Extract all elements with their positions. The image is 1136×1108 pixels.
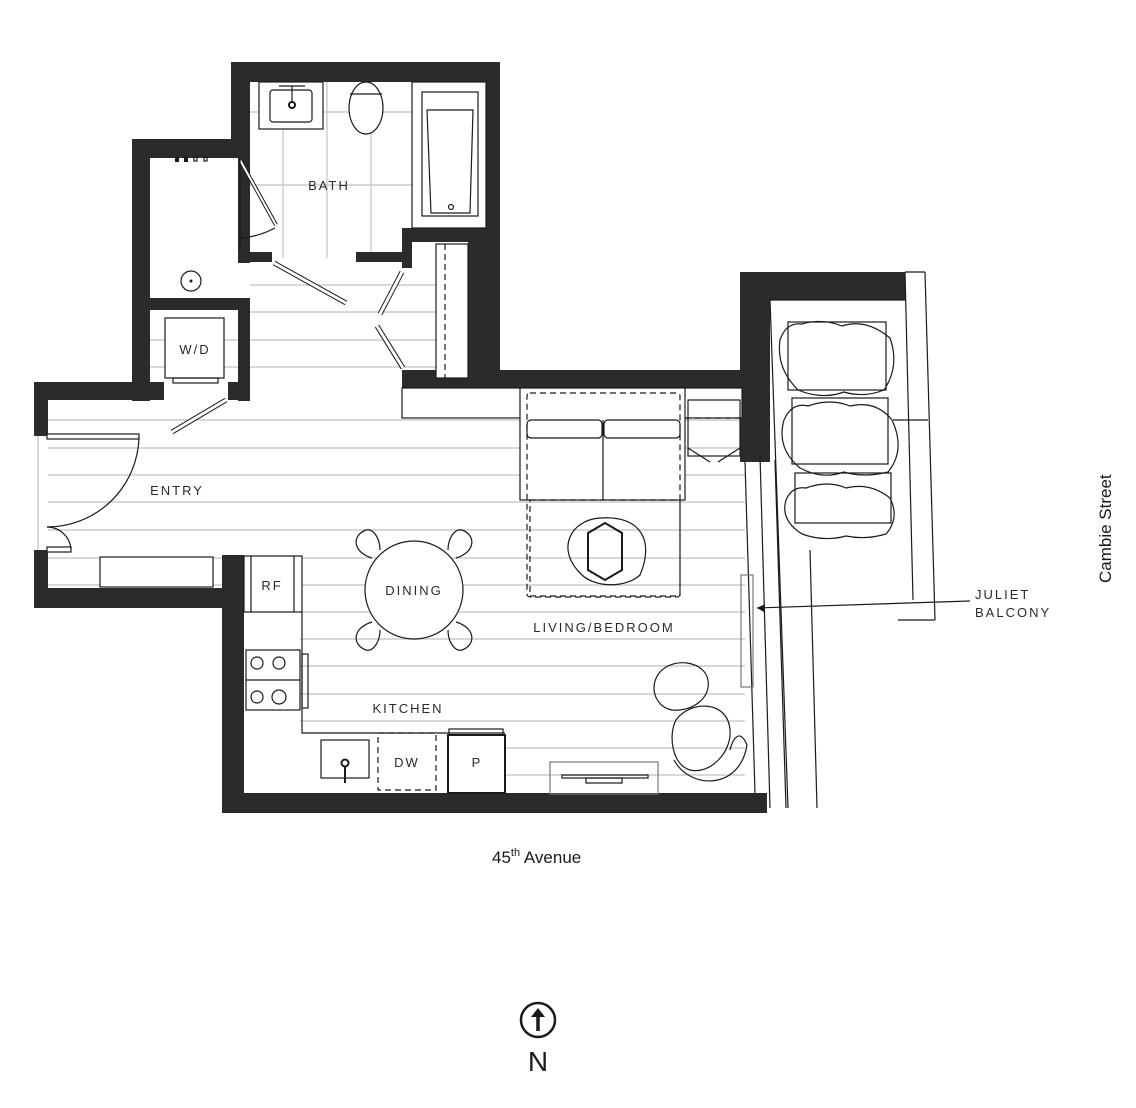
shower-drain-icon	[180, 270, 202, 292]
wd-label: W/D	[179, 342, 210, 357]
bathtub-icon	[421, 91, 479, 217]
living-bedroom-label: LIVING/BEDROOM	[533, 620, 674, 635]
entry-label: ENTRY	[150, 483, 204, 498]
sink-icon	[269, 89, 313, 123]
kitchen: RF KITCHEN DW P	[243, 555, 506, 794]
armchair	[671, 705, 731, 772]
juliet-balcony: JULIET BALCONY	[740, 271, 1051, 809]
pantry-label: P	[472, 755, 483, 770]
walls	[34, 62, 905, 813]
living-furniture: LIVING/BEDROOM	[533, 620, 748, 795]
bed	[519, 387, 741, 598]
kitchen-label: KITCHEN	[372, 701, 443, 716]
entry-bench	[99, 556, 214, 588]
entry-door[interactable]	[37, 433, 140, 553]
east-street-label: Cambie Street	[1096, 474, 1115, 583]
north-label: N	[528, 1046, 548, 1077]
washer-dryer: W/D	[164, 317, 225, 384]
dining-set: DINING	[355, 529, 473, 651]
bath-doors[interactable]	[170, 243, 469, 435]
toilet-icon	[348, 81, 384, 135]
dishwasher-label: DW	[394, 755, 420, 770]
fridge-label: RF	[261, 578, 282, 593]
juliet-label-line2: BALCONY	[975, 605, 1051, 620]
bath-label: BATH	[308, 178, 350, 193]
ottoman	[653, 662, 709, 711]
dining-label: DINING	[385, 583, 443, 598]
south-street-label: 45th Avenue	[492, 847, 581, 867]
bath-fixtures	[175, 81, 487, 292]
north-arrow-icon	[519, 1001, 557, 1039]
juliet-label-line1: JULIET	[975, 587, 1030, 602]
